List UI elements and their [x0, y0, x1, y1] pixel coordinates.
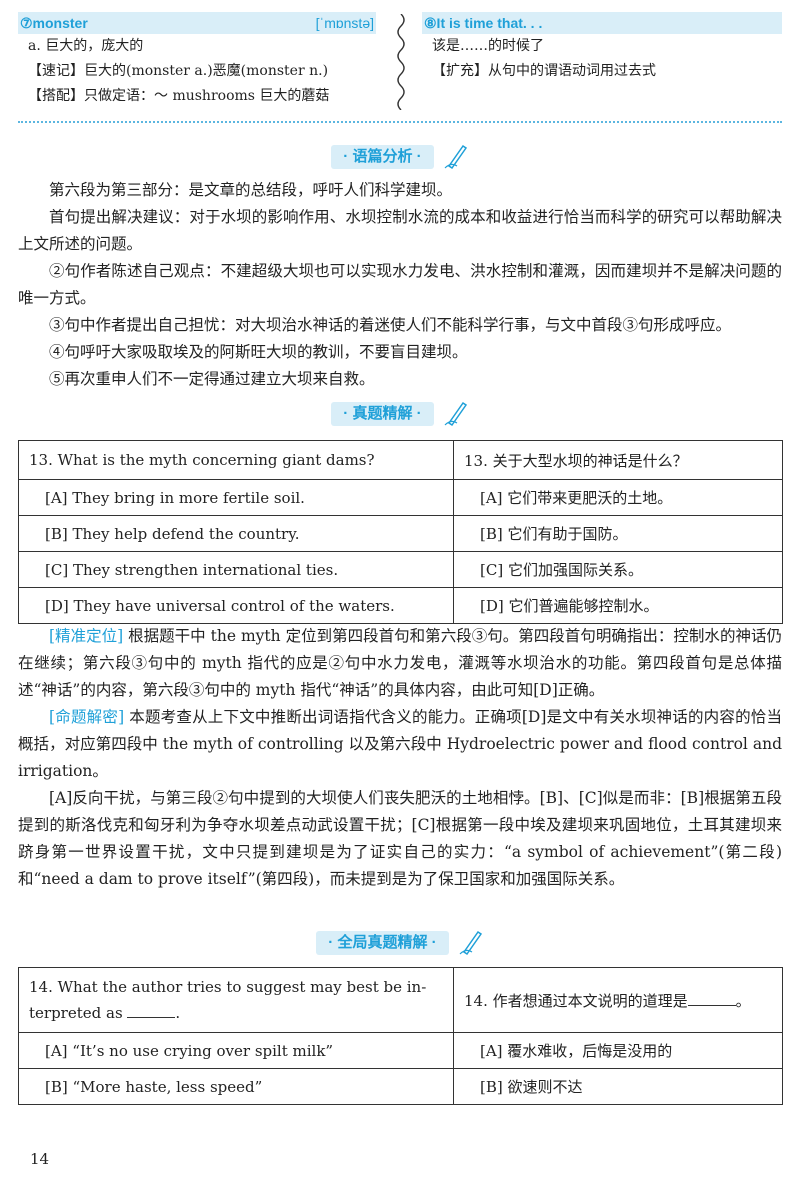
question-en: 14. What the author tries to suggest may…	[18, 967, 454, 1033]
vocab-line: 【扩充】从句中的谓语动词用过去式	[432, 63, 656, 79]
vocab-monster: ⑦monster [ˈmɒnstə] a. 巨大的，庞大的 【速记】巨大的(mo…	[18, 12, 376, 109]
option-en: [B] They help defend the country.	[18, 515, 454, 552]
page-number: 14	[30, 1150, 50, 1168]
table-row: 14. What the author tries to suggest may…	[18, 967, 783, 1033]
option-en: [C] They strengthen international ties.	[18, 551, 454, 588]
section-title-global: · 全局真题精解 ·	[0, 928, 800, 956]
analysis-paragraph: ④句呼吁大家吸取埃及的阿斯旺大坝的教训，不要盲目建坝。	[49, 343, 468, 361]
option-en: [A] They bring in more fertile soil.	[18, 479, 454, 516]
analysis-paragraph: ②句作者陈述自己观点：不建超级大坝也可以实现水力发电、洪水控制和灌溉，因而建坝并…	[18, 262, 782, 307]
locate-paragraph: [精准定位] 根据题干中 the myth 定位到第四段首句和第六段③句。第四段…	[18, 623, 782, 704]
question-en-line1: 14. What the author tries to suggest may…	[29, 978, 427, 996]
answer-blank	[687, 991, 736, 1006]
table-row: [D] They have universal control of the w…	[18, 587, 783, 624]
analysis-text: 第六段为第三部分：是文章的总结段，呼吁人们科学建坝。 首句提出解决建议：对于水坝…	[18, 177, 782, 393]
vocab-head: ⑦monster [ˈmɒnstə]	[18, 12, 376, 34]
option-zh: [B] 欲速则不达	[453, 1068, 783, 1105]
secret-tag: [命题解密]	[49, 708, 125, 726]
vocab-phrase: ⑧It is time that. . .	[424, 15, 543, 31]
vocab-head: ⑧It is time that. . .	[422, 12, 782, 34]
question-zh: 13. 关于大型水坝的神话是什么？	[453, 440, 783, 480]
option-en: [B] “More haste, less speed”	[18, 1068, 454, 1105]
table-row: [A] They bring in more fertile soil. [A]…	[18, 479, 783, 516]
question-en-line2: terpreted as	[29, 1004, 123, 1022]
secret-text: 本题考查从上下文中推断出词语指代含义的能力。正确项[D]是文中有关水坝神话的内容…	[18, 708, 782, 780]
vocab-word: ⑦monster	[20, 15, 88, 31]
section-title-analysis: · 语篇分析 ·	[0, 142, 800, 170]
option-zh: [A] 它们带来更肥沃的土地。	[453, 479, 783, 516]
vocab-box: ⑦monster [ˈmɒnstə] a. 巨大的，庞大的 【速记】巨大的(mo…	[18, 12, 782, 112]
option-zh: [D] 它们普遍能够控制水。	[453, 587, 783, 624]
section-pill: · 全局真题精解 ·	[316, 930, 449, 955]
section-pill: · 语篇分析 ·	[331, 144, 434, 169]
vocab-pronunciation: [ˈmɒnstə]	[315, 15, 374, 31]
pen-icon	[444, 144, 467, 170]
distract-paragraph: [A]反向干扰，与第三段②句中提到的大坝使人们丧失肥沃的土地相悖。[B]、[C]…	[18, 789, 782, 888]
dotted-divider	[18, 121, 782, 123]
locate-tag: [精准定位]	[49, 627, 124, 645]
vocab-line: 【搭配】只做定语：～ mushrooms 巨大的蘑菇	[28, 88, 330, 104]
question-zh: 14. 作者想通过本文说明的道理是。	[453, 967, 783, 1033]
vocab-it-is-time: ⑧It is time that. . . 该是……的时候了 【扩充】从句中的谓…	[422, 12, 782, 84]
answer-blank	[127, 1003, 176, 1018]
table-row: 13. What is the myth concerning giant da…	[18, 440, 783, 480]
analysis-paragraph: 第六段为第三部分：是文章的总结段，呼吁人们科学建坝。	[49, 181, 453, 199]
table-row: [B] They help defend the country. [B] 它们…	[18, 515, 783, 552]
table-row: [A] “It’s no use crying over spilt milk”…	[18, 1032, 783, 1069]
option-zh: [A] 覆水难收，后悔是没用的	[453, 1032, 783, 1069]
wavy-divider	[397, 14, 405, 110]
section-pill: · 真题精解 ·	[331, 401, 434, 426]
question-zh-text: 14. 作者想通过本文说明的道理是	[464, 991, 688, 1010]
vocab-line: 该是……的时候了	[432, 38, 544, 54]
table-row: [B] “More haste, less speed” [B] 欲速则不达	[18, 1068, 783, 1105]
locate-text: 根据题干中 the myth 定位到第四段首句和第六段③句。第四段首句明确指出：…	[18, 627, 782, 699]
question-13-table: 13. What is the myth concerning giant da…	[18, 440, 783, 624]
vocab-line: 【速记】巨大的(monster a.)恶魔(monster n.)	[28, 63, 329, 79]
pen-icon	[459, 930, 482, 956]
question-14-table: 14. What the author tries to suggest may…	[18, 967, 783, 1105]
section-title-explain: · 真题精解 ·	[0, 399, 800, 427]
option-zh: [C] 它们加强国际关系。	[453, 551, 783, 588]
vocab-line: a. 巨大的，庞大的	[28, 38, 144, 54]
table-row: [C] They strengthen international ties. …	[18, 551, 783, 588]
analysis-paragraph: 首句提出解决建议：对于水坝的影响作用、水坝控制水流的成本和收益进行恰当而科学的研…	[18, 208, 782, 253]
question-en: 13. What is the myth concerning giant da…	[18, 440, 454, 480]
analysis-paragraph: ③句中作者提出自己担忧：对大坝治水神话的着迷使人们不能科学行事，与文中首段③句形…	[49, 316, 732, 334]
option-en: [A] “It’s no use crying over spilt milk”	[18, 1032, 454, 1069]
option-en: [D] They have universal control of the w…	[18, 587, 454, 624]
option-zh: [B] 它们有助于国防。	[453, 515, 783, 552]
secret-paragraph: [命题解密] 本题考查从上下文中推断出词语指代含义的能力。正确项[D]是文中有关…	[18, 704, 782, 785]
explanation-text: [精准定位] 根据题干中 the myth 定位到第四段首句和第六段③句。第四段…	[18, 623, 782, 893]
analysis-paragraph: ⑤再次重申人们不一定得通过建立大坝来自救。	[49, 370, 375, 388]
pen-icon	[444, 401, 467, 427]
